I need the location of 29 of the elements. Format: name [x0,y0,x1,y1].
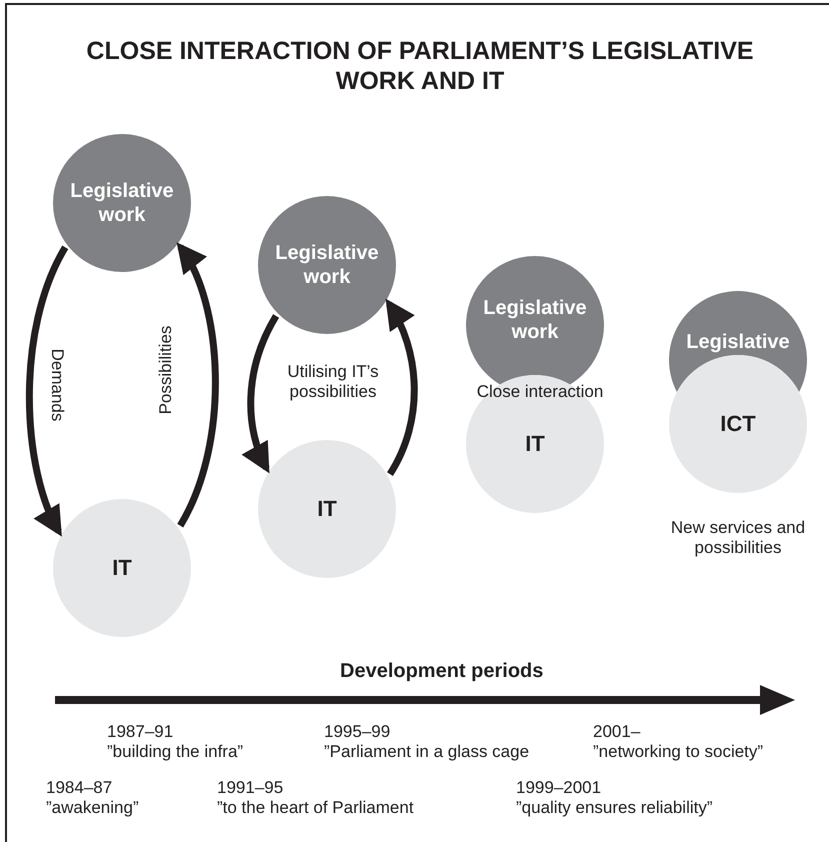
curved-arrow [26,246,68,537]
node-text: Legislative work [274,241,380,289]
curved-arrow [386,298,418,476]
text-label: 1999–2001 [516,778,602,798]
curved-arrow [177,242,219,528]
node-text: Legislative work [482,296,588,344]
node-text: Legislative [685,330,791,354]
text-label: ”to the heart of Parliament [217,798,414,818]
text-label: Close interaction [476,382,604,402]
node-text: IT [316,497,338,521]
text-label: ”quality ensures reliability” [516,798,713,818]
text-label: 1987–91 [107,722,174,742]
curved-arrow [242,314,280,474]
text-label: ”awakening” [46,798,139,818]
text-label: 1995–99 [324,722,390,742]
node-text: IT [524,432,546,456]
node-text: IT [111,556,133,580]
text-label: ”building the infra” [107,742,244,762]
axis-title: Development periods [340,660,540,683]
node-caption: New services and possibilities [670,518,806,558]
text-label: 2001– [593,722,640,742]
text-label: ”Parliament in a glass cage [324,742,530,762]
node-text: Legislative work [69,179,175,227]
node-text: ICT [719,412,757,436]
text-label: 1984–87 [46,778,112,798]
title: CLOSE INTERACTION OF PARLIAMENT’S LEGISLATIVE WORK AND IT [85,36,755,96]
text-label: Utilising IT’s possibilities [286,362,380,402]
text-label: ”networking to society” [593,742,764,762]
text-label: 1991–95 [217,778,284,798]
